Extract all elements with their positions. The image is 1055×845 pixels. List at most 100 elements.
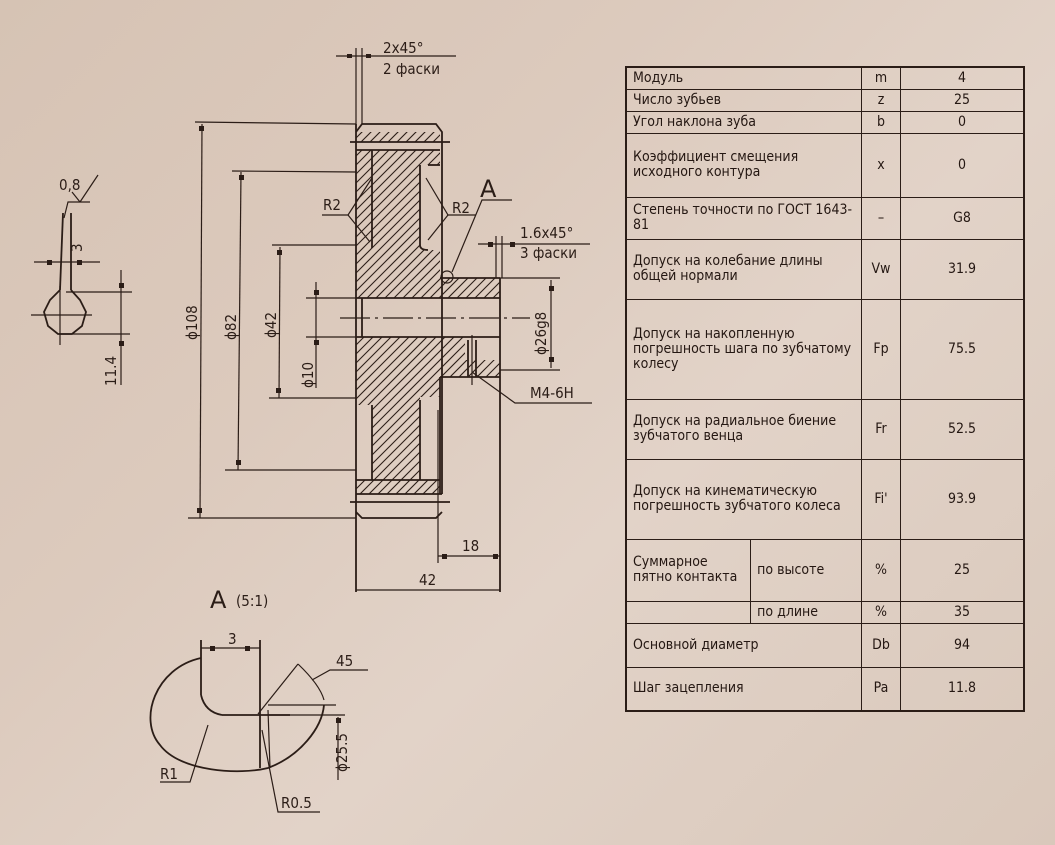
base-diameter-name: Основной диаметр bbox=[625, 622, 862, 668]
param-name: Число зубьев bbox=[625, 88, 862, 112]
hatch-line bbox=[356, 132, 500, 164]
table-row: Число зубьев z 25 bbox=[625, 88, 1025, 112]
length-hub-label: 18 bbox=[462, 537, 479, 555]
hatch-line bbox=[356, 132, 500, 173]
diameter-bore-label: ϕ10 bbox=[299, 362, 317, 388]
hatch-line bbox=[356, 378, 500, 494]
param-symbol: – bbox=[861, 196, 901, 240]
hatch-line bbox=[356, 414, 500, 494]
param-value: 4 bbox=[900, 66, 1025, 90]
tooth-height-label: 11.4 bbox=[102, 356, 120, 386]
param-symbol: x bbox=[861, 132, 901, 198]
detail-width-label: 3 bbox=[228, 630, 237, 648]
detail-radius-r1: R1 bbox=[160, 765, 178, 783]
hatch-line bbox=[356, 477, 500, 494]
contact-height-label: по высоте bbox=[750, 538, 862, 602]
table-row-contact-length: по длине % 35 bbox=[625, 600, 1025, 624]
hatch-line bbox=[356, 132, 500, 245]
param-value: 93.9 bbox=[900, 458, 1025, 540]
param-name: Угол наклона зуба bbox=[625, 110, 862, 134]
param-value: 31.9 bbox=[900, 238, 1025, 300]
hatch-line bbox=[340, 0, 520, 100]
pitch-symbol: Pa bbox=[861, 666, 901, 712]
detail-title: A bbox=[210, 586, 227, 614]
hatch-line bbox=[356, 132, 500, 182]
hatch-line bbox=[356, 132, 500, 200]
detail-diameter-label: ϕ25.5 bbox=[333, 733, 351, 772]
hatch-line bbox=[356, 132, 500, 236]
param-value: 0 bbox=[900, 132, 1025, 198]
gear-parameters-table: Модуль m 4 Число зубьев z 25 Угол наклон… bbox=[625, 66, 1025, 712]
hatch-line bbox=[356, 132, 500, 227]
table-row: Модуль m 4 bbox=[625, 66, 1025, 90]
param-value: 75.5 bbox=[900, 298, 1025, 400]
radius-right-label: R2 bbox=[452, 199, 470, 217]
param-value: 52.5 bbox=[900, 398, 1025, 460]
param-name: Коэффициент смещения исходного контура bbox=[625, 132, 862, 198]
table-row: Угол наклона зуба b 0 bbox=[625, 110, 1025, 134]
param-value: G8 bbox=[900, 196, 1025, 240]
param-name: Допуск на радиальное биение зубчатого ве… bbox=[625, 398, 862, 460]
hatch-line bbox=[356, 387, 500, 494]
param-symbol: Fp bbox=[861, 298, 901, 400]
table-row: Степень точности по ГОСТ 1643-81 – G8 bbox=[625, 196, 1025, 240]
contact-height-symbol: % bbox=[861, 538, 901, 602]
main-dimensions bbox=[188, 48, 592, 591]
pitch-value: 11.8 bbox=[900, 666, 1025, 712]
param-name: Степень точности по ГОСТ 1643-81 bbox=[625, 196, 862, 240]
table-row: Допуск на накопленную погрешность шага п… bbox=[625, 298, 1025, 400]
diameter-hub-label: ϕ42 bbox=[262, 312, 280, 338]
diameter-pitch-label: ϕ82 bbox=[222, 314, 240, 340]
table-row: Допуск на радиальное биение зубчатого ве… bbox=[625, 398, 1025, 460]
param-value: 0 bbox=[900, 110, 1025, 134]
base-diameter-symbol: Db bbox=[861, 622, 901, 668]
hatch-line bbox=[356, 450, 500, 494]
contact-length-value: 35 bbox=[900, 600, 1025, 624]
chamfer-top-size: 2x45° bbox=[383, 39, 423, 57]
param-name: Допуск на накопленную погрешность шага п… bbox=[625, 298, 862, 400]
table-row-base-diameter: Основной диаметр Db 94 bbox=[625, 622, 1025, 668]
diameter-outer-label: ϕ108 bbox=[183, 305, 201, 340]
param-name: Модуль bbox=[625, 66, 862, 90]
hatch-line bbox=[340, 0, 520, 118]
detail-radius-r05: R0.5 bbox=[281, 794, 312, 812]
hatch-line bbox=[340, 514, 520, 694]
param-symbol: m bbox=[861, 66, 901, 90]
chamfer-hub-note: 3 фаски bbox=[520, 244, 577, 262]
detail-scale: (5:1) bbox=[236, 592, 268, 610]
contact-name: Суммарное пятно контакта bbox=[625, 538, 752, 602]
hatch-line bbox=[356, 132, 500, 254]
table-row: Коэффициент смещения исходного контура x… bbox=[625, 132, 1025, 198]
length-total-label: 42 bbox=[419, 571, 436, 589]
param-symbol: Fr bbox=[861, 398, 901, 460]
param-symbol: b bbox=[861, 110, 901, 134]
param-name: Допуск на колебание длины общей нормали bbox=[625, 238, 862, 300]
detail-callout-label: A bbox=[480, 175, 497, 203]
contact-empty-cell bbox=[625, 600, 752, 624]
base-diameter-value: 94 bbox=[900, 622, 1025, 668]
hatch-line bbox=[356, 132, 500, 191]
thread-label: M4-6H bbox=[530, 384, 574, 402]
hatch-line bbox=[356, 252, 500, 434]
hatch-line bbox=[340, 505, 520, 685]
param-name: Допуск на кинематическую погрешность зуб… bbox=[625, 458, 862, 540]
pitch-name: Шаг зацепления bbox=[625, 666, 862, 712]
detail-view-a bbox=[149, 640, 368, 813]
table-row-pitch: Шаг зацепления Pa 11.8 bbox=[625, 666, 1025, 712]
hatch-line bbox=[356, 441, 500, 494]
detail-angle-label: 45 bbox=[336, 652, 353, 670]
table-row-contact-height: Суммарное пятно контакта по высоте % 25 bbox=[625, 538, 1025, 602]
param-symbol: Fi' bbox=[861, 458, 901, 540]
table-row: Допуск на кинематическую погрешность зуб… bbox=[625, 458, 1025, 540]
contact-length-symbol: % bbox=[861, 600, 901, 624]
param-symbol: z bbox=[861, 88, 901, 112]
tooth-width-label: 3 bbox=[68, 243, 86, 252]
roughness-label: 0,8 bbox=[59, 176, 80, 194]
chamfer-top-note: 2 фаски bbox=[383, 60, 440, 78]
hatch-line bbox=[356, 132, 500, 209]
contact-height-value: 25 bbox=[900, 538, 1025, 602]
table-row: Допуск на колебание длины общей нормали … bbox=[625, 238, 1025, 300]
param-value: 25 bbox=[900, 88, 1025, 112]
chamfer-hub-size: 1.6x45° bbox=[520, 224, 573, 242]
